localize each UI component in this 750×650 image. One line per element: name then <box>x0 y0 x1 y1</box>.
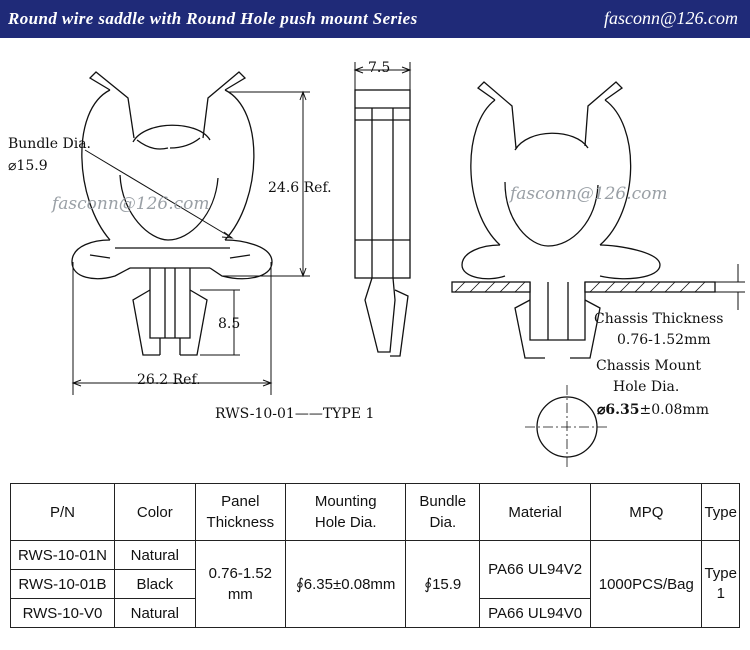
table-row: RWS-10-01N Natural 0.76-1.52 mm ∮6.35±0.… <box>10 540 740 628</box>
header-mpq: MPQ <box>590 483 703 541</box>
chassis-thickness-value: 0.76-1.52mm <box>617 332 711 348</box>
chassis-hole-label-2: Hole Dia. <box>613 379 679 395</box>
type-label: RWS-10-01——TYPE 1 <box>215 406 374 422</box>
spec-table-header-row: P/N Color Panel Thickness Mounting Hole … <box>10 483 740 541</box>
header-mounting-hole: Mounting Hole Dia. <box>284 483 407 541</box>
chassis-hole-label-1: Chassis Mount <box>596 358 701 374</box>
bundle-dia-value: ⌀15.9 <box>8 158 48 174</box>
front-view-clip <box>71 71 273 356</box>
side-view-dimensions <box>353 62 412 90</box>
width-dimension: 26.2 Ref. <box>137 372 201 388</box>
series-title: Round wire saddle with Round Hole push m… <box>8 9 418 28</box>
title-banner: Round wire saddle with Round Hole push m… <box>0 0 750 38</box>
technical-drawing: fasconn@126.com fasconn@126.com Bundle D… <box>8 60 745 470</box>
header-type: Type <box>701 483 740 541</box>
front-view-dimensions <box>71 90 310 395</box>
bundle-dia-label: Bundle Dia. <box>8 136 91 152</box>
cell-color: Black <box>113 569 196 599</box>
header-color: Color <box>113 483 196 541</box>
chassis-panel <box>451 281 716 293</box>
chassis-hole-view <box>525 385 610 470</box>
table-row: RWS-10-V0 Natural PA66 UL94V0 <box>10 598 740 628</box>
thickness-dimension: 7.5 <box>368 60 390 76</box>
height-dimension: 24.6 Ref. <box>268 180 332 196</box>
chassis-dimensions <box>715 264 745 310</box>
cell-mpq: 1000PCS/Bag <box>590 540 703 628</box>
cell-mounting-hole: ∮6.35±0.08mm <box>284 540 407 628</box>
chassis-hole-value-bold: ⌀6.35 <box>597 402 640 418</box>
header-material: Material <box>479 483 592 541</box>
cell-bundle-dia: ∮15.9 <box>405 540 481 628</box>
watermark-right: fasconn@126.com <box>508 184 668 204</box>
table-row: RWS-10-01B Black <box>10 569 740 599</box>
header-bundle-dia: Bundle Dia. <box>405 483 481 541</box>
mounted-view-clip <box>461 81 661 359</box>
cell-type: Type 1 <box>701 540 740 628</box>
side-view-clip <box>354 89 411 357</box>
stem-dimension: 8.5 <box>218 316 240 332</box>
cell-pn: RWS-10-01B <box>10 569 115 599</box>
watermark-left: fasconn@126.com <box>50 194 210 214</box>
cell-material-v2: PA66 UL94V2 <box>479 540 592 599</box>
cell-pn: RWS-10-V0 <box>10 598 115 628</box>
header-pn: P/N <box>10 483 115 541</box>
cell-material-v0: PA66 UL94V0 <box>479 598 592 628</box>
cell-color: Natural <box>113 598 196 628</box>
cell-panel-thickness: 0.76-1.52 mm <box>194 540 286 628</box>
header-panel-thickness: Panel Thickness <box>194 483 286 541</box>
chassis-hole-value: ⌀6.35±0.08mm <box>597 402 709 418</box>
spec-table: P/N Color Panel Thickness Mounting Hole … <box>10 483 740 628</box>
chassis-hole-value-rest: ±0.08mm <box>640 402 709 418</box>
chassis-thickness-label: Chassis Thickness <box>594 311 723 327</box>
cell-pn: RWS-10-01N <box>10 540 115 570</box>
contact-email: fasconn@126.com <box>603 8 738 28</box>
cell-color: Natural <box>113 540 196 570</box>
